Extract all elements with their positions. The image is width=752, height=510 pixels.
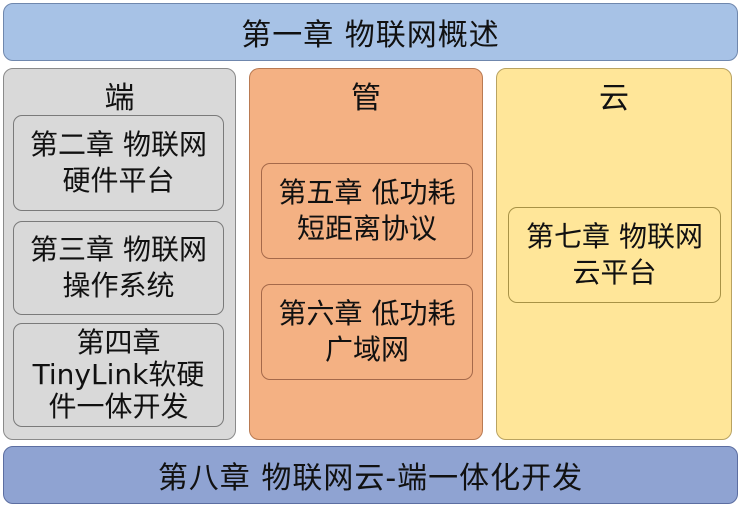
chapter-7-card: 第七章 物联网 云平台 — [508, 207, 721, 303]
chapter-6-label: 第六章 低功耗 广域网 — [278, 297, 456, 366]
chapter-2-label: 第二章 物联网 硬件平台 — [30, 128, 207, 197]
chapter-4-card: 第四章 TinyLink软硬 件一体开发 — [13, 323, 224, 427]
chapter-3-label: 第三章 物联网 操作系统 — [30, 233, 207, 302]
chapter-1-label: 第一章 物联网概述 — [241, 18, 500, 53]
chapter-4-label: 第四章 TinyLink软硬 件一体开发 — [32, 326, 205, 423]
chapter-5-card: 第五章 低功耗 短距离协议 — [261, 163, 473, 259]
cloud-column: 云 第七章 物联网 云平台 — [496, 68, 732, 440]
chapter-6-card: 第六章 低功耗 广域网 — [261, 284, 473, 380]
chapter-2-card: 第二章 物联网 硬件平台 — [13, 115, 224, 211]
device-column: 端 第二章 物联网 硬件平台 第三章 物联网 操作系统 第四章 TinyLink… — [3, 68, 236, 440]
pipe-column-title: 管 — [351, 81, 381, 116]
chapter-8-banner: 第八章 物联网云-端一体化开发 — [3, 446, 738, 504]
chapter-8-label: 第八章 物联网云-端一体化开发 — [157, 461, 584, 496]
cloud-column-title: 云 — [599, 81, 629, 116]
chapter-5-label: 第五章 低功耗 短距离协议 — [278, 176, 456, 245]
pipe-column: 管 第五章 低功耗 短距离协议 第六章 低功耗 广域网 — [249, 68, 483, 440]
chapter-7-label: 第七章 物联网 云平台 — [526, 220, 703, 289]
chapter-3-card: 第三章 物联网 操作系统 — [13, 221, 224, 315]
chapter-1-banner: 第一章 物联网概述 — [3, 3, 738, 61]
device-column-title: 端 — [104, 81, 135, 116]
